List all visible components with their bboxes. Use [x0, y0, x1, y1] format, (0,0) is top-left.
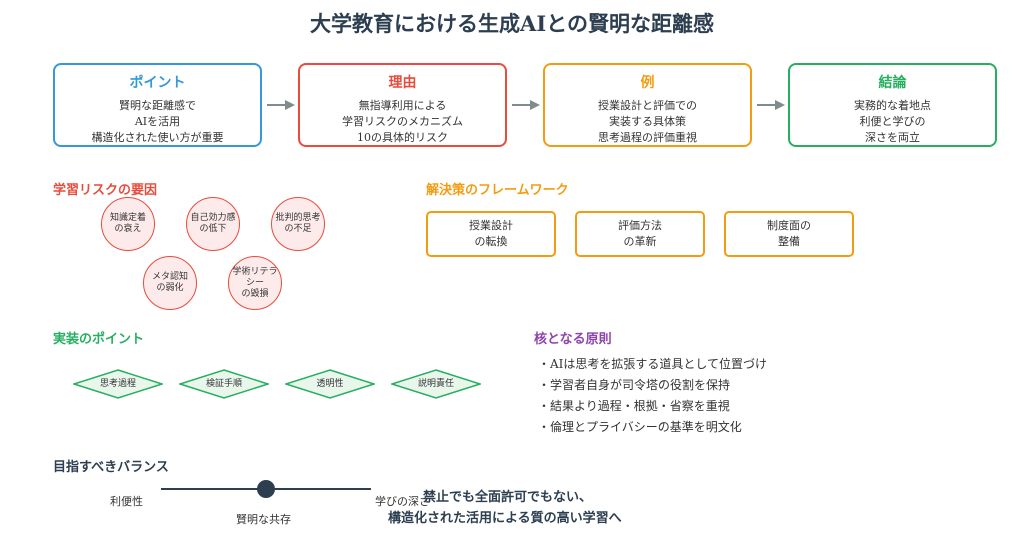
flow-box-line: 利便と学びの: [859, 115, 926, 128]
implementation-label: 思考過程: [99, 379, 136, 389]
principle-item: ・倫理とプライバシーの基準を明文化: [538, 420, 742, 434]
flow-box-conclusion: 結論 実務的な着地点 利便と学びの 深さを両立: [788, 63, 997, 147]
balance-knob: [257, 480, 275, 498]
implementation-diamond: 説明責任: [389, 369, 483, 399]
balance-summary-line: 禁止でも全面許可でもない、: [423, 490, 593, 505]
framework-box: 制度面の 整備: [724, 211, 854, 257]
risk-section-heading: 学習リスクの要因: [53, 183, 158, 198]
balance-summary-line: 構造化された活用による質の高い学習へ: [388, 511, 622, 526]
flow-box-line: 思考過程の評価重視: [598, 131, 697, 144]
risk-circle: 知識定着の衰え: [101, 197, 155, 251]
principle-item: ・学習者自身が司令塔の役割を保持: [538, 378, 731, 392]
risk-circle: 批判的思考の不足: [271, 197, 325, 251]
arrow-right-icon: [512, 100, 540, 110]
framework-label: 制度面の: [767, 219, 811, 232]
flow-box-heading: 結論: [878, 75, 907, 91]
balance-center-label: 賢明な共存: [236, 513, 291, 526]
principle-item: ・結果より過程・根拠・省察を重視: [538, 399, 730, 413]
balance-right-label: 学びの深さ: [375, 495, 430, 508]
arrow-right-icon: [267, 100, 295, 110]
flow-box-line: 深さを両立: [865, 131, 920, 144]
risk-circle: 自己効力感の低下: [186, 197, 240, 251]
implementation-label: 透明性: [316, 379, 344, 389]
implementation-section-heading: 実装のポイント: [53, 332, 145, 347]
flow-box-heading: 理由: [388, 75, 417, 91]
framework-section-heading: 解決策のフレームワーク: [426, 183, 569, 198]
framework-label: の革新: [623, 235, 657, 248]
flow-box-line: 学習リスクのメカニズム: [342, 115, 463, 128]
flow-box-example: 例 授業設計と評価での 実装する具体策 思考過程の評価重視: [543, 63, 752, 147]
flow-box-heading: ポイント: [129, 75, 186, 91]
risk-label: の低下: [199, 224, 227, 234]
risk-label: 自己効力感: [190, 213, 236, 223]
risk-label: の衰え: [114, 224, 142, 234]
diamond-shape: [71, 369, 165, 399]
framework-box: 評価方法 の革新: [575, 211, 705, 257]
principle-item: ・AIは思考を拡張する道具として位置づけ: [538, 357, 768, 371]
framework-box: 授業設計 の転換: [426, 211, 556, 257]
balance-left-label: 利便性: [110, 495, 143, 508]
flow-box-reason: 理由 無指導利用による 学習リスクのメカニズム 10の具体的リスク: [298, 63, 507, 147]
page-title: 大学教育における生成AIとの賢明な距離感: [310, 11, 714, 36]
implementation-label: 説明責任: [417, 379, 454, 389]
implementation-diamond: 透明性: [283, 369, 377, 399]
risk-label: の毀損: [241, 288, 269, 299]
flow-box-line: 実装する具体策: [609, 115, 686, 128]
risk-label: メタ認知: [151, 272, 188, 282]
flow-box-line: 無指導利用による: [358, 99, 447, 112]
diamond-shape: [283, 369, 377, 399]
framework-label: の転換: [474, 235, 508, 248]
diamond-shape: [177, 369, 271, 399]
framework-label: 整備: [778, 235, 800, 248]
flow-box-line: 授業設計と評価での: [598, 99, 697, 112]
risk-label: 知識定着: [109, 213, 146, 223]
risk-label: 批判的思考: [275, 213, 321, 223]
flow-box-heading: 例: [640, 75, 655, 91]
flow-box-line: 構造化された使い方が重要: [91, 131, 224, 144]
risk-label: の弱化: [156, 283, 184, 293]
framework-label: 授業設計: [469, 219, 513, 232]
implementation-label: 検証手順: [205, 379, 242, 389]
risk-label: 学術リテラシー: [232, 266, 278, 288]
flow-box-line: 実務的な着地点: [854, 99, 931, 112]
flow-box-line: 10の具体的リスク: [357, 131, 448, 144]
flow-box-line: AIを活用: [134, 115, 181, 128]
risk-circle: メタ認知の弱化: [143, 256, 197, 310]
arrow-right-icon: [757, 100, 785, 110]
flow-box-line: 賢明な距離感で: [119, 99, 196, 112]
flow-box-point: ポイント 賢明な距離感で AIを活用 構造化された使い方が重要: [53, 63, 262, 147]
framework-label: 評価方法: [618, 219, 662, 232]
principles-section-heading: 核となる原則: [534, 332, 612, 347]
implementation-diamond: 検証手順: [177, 369, 271, 399]
balance-section-heading: 目指すべきバランス: [53, 460, 169, 475]
diamond-shape: [389, 369, 483, 399]
implementation-diamond: 思考過程: [71, 369, 165, 399]
risk-label: の不足: [284, 224, 312, 234]
risk-circle: 学術リテラシーの毀損: [228, 256, 282, 310]
